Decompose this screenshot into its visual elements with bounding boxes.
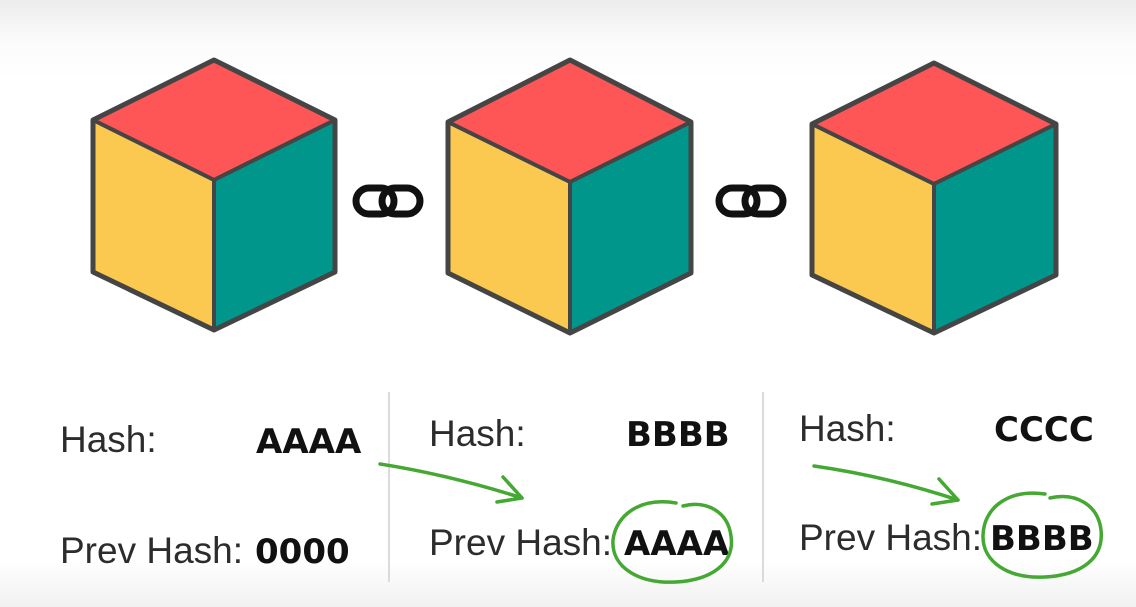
prev-hash-label: Prev Hash: [60, 530, 243, 571]
cube-1-outline [90, 57, 338, 333]
prev-hash-label: Prev Hash: [799, 517, 982, 558]
cube-2-outline [445, 57, 694, 336]
prev-hash-value: BBBB [990, 519, 1094, 559]
prev-hash-value: 0000 [255, 532, 350, 572]
block-info-3: Hash: CCCC Prev Hash: BBBB [799, 408, 1094, 559]
block-cube-3 [809, 60, 1059, 336]
hash-label: Hash: [799, 408, 896, 449]
hash-value: BBBB [626, 415, 730, 455]
cube-3-outline [809, 60, 1059, 336]
chain-link-icon [352, 184, 424, 218]
block-info-2: Hash: BBBB Prev Hash: AAAA [429, 413, 730, 564]
annotation-circle-2 [981, 491, 1103, 579]
hash-label: Hash: [60, 419, 157, 460]
chain-link-icon [715, 184, 787, 218]
annotation-arrow-1 [378, 462, 524, 504]
hash-label: Hash: [429, 413, 526, 454]
prev-hash-label: Prev Hash: [429, 522, 612, 563]
hash-value: CCCC [994, 410, 1094, 450]
annotation-circle-1 [611, 500, 734, 584]
hash-value: AAAA [256, 422, 362, 462]
block-cube-1 [90, 57, 338, 333]
block-info-1: Hash: AAAA Prev Hash: 0000 [60, 419, 362, 572]
annotation-arrow-2 [812, 464, 960, 506]
prev-hash-value: AAAA [624, 524, 730, 564]
block-cube-2 [445, 57, 694, 336]
